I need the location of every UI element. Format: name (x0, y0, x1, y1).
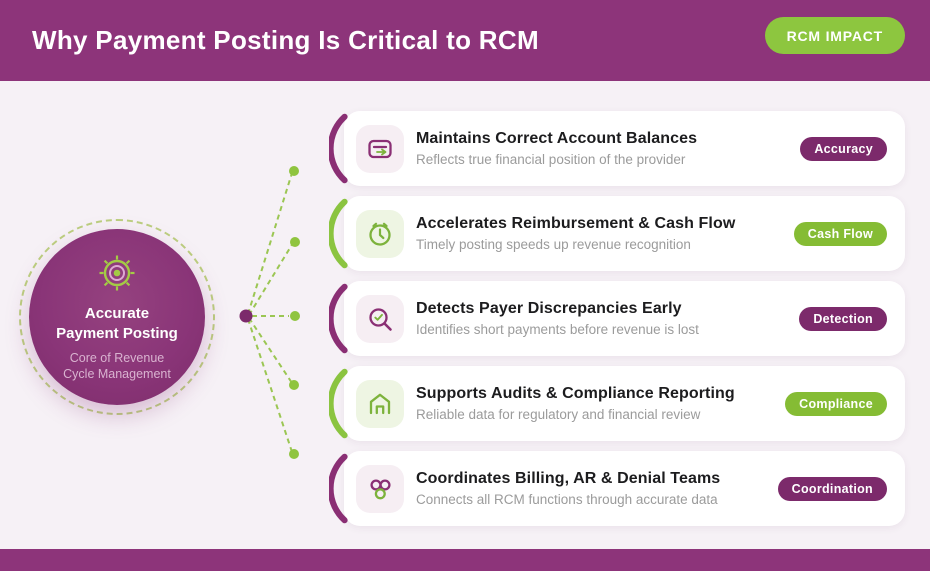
card-subtitle: Reflects true financial position of the … (416, 152, 686, 167)
branch-dot-4 (289, 380, 299, 390)
card-accent-bracket (329, 113, 348, 184)
card-badge: Detection (799, 306, 887, 331)
branch-dot-5 (289, 449, 299, 459)
branch-dot-2 (290, 237, 300, 247)
icon-box (356, 294, 404, 343)
hub-dashed-ring: Accurate Payment Posting Core of Revenue… (19, 219, 215, 415)
card-subtitle: Timely posting speeds up revenue recogni… (416, 237, 691, 252)
card-coordination: Coordinates Billing, AR & Denial Teams C… (329, 451, 905, 526)
card-discrepancies: Detects Payer Discrepancies Early Identi… (329, 281, 905, 356)
card-cash-flow: Accelerates Reimbursement & Cash Flow Ti… (329, 196, 905, 271)
hub-circle: Accurate Payment Posting Core of Revenue… (29, 229, 205, 405)
card-subtitle: Connects all RCM functions through accur… (416, 492, 718, 507)
card-badge: Coordination (777, 476, 887, 501)
search-check-icon (369, 307, 392, 331)
card-subtitle: Reliable data for regulatory and financi… (416, 407, 701, 422)
card-accent-bracket (329, 198, 348, 269)
card-accent-bracket (329, 368, 348, 439)
card-compliance: Supports Audits & Compliance Reporting R… (329, 366, 905, 441)
card-title: Supports Audits & Compliance Reporting (416, 385, 735, 402)
card-badge: Accuracy (800, 136, 887, 161)
icon-box (356, 379, 404, 428)
card-badge: Cash Flow (793, 221, 887, 246)
home-icon (369, 393, 391, 414)
card-title: Maintains Correct Account Balances (416, 130, 698, 147)
branch-dot-1 (289, 166, 299, 176)
team-icon (370, 478, 391, 499)
card-account-balances: Maintains Correct Account Balances Refle… (329, 111, 905, 186)
card-subtitle: Identifies short payments before revenue… (416, 322, 699, 337)
card-accent-bracket (329, 283, 348, 354)
payment-posting-icon (368, 139, 392, 158)
card-title: Accelerates Reimbursement & Cash Flow (416, 215, 736, 232)
icon-box (356, 209, 404, 258)
card-accent-bracket (329, 453, 348, 524)
icon-box (356, 124, 404, 173)
footer-bar (0, 549, 930, 571)
hub-subtitle: Core of Revenue Cycle Management (63, 351, 171, 381)
clock-icon (369, 222, 391, 246)
card-title: Detects Payer Discrepancies Early (416, 300, 682, 317)
card-badge: Compliance (785, 391, 887, 416)
hub-title: Accurate Payment Posting (56, 305, 178, 342)
target-icon (99, 255, 135, 291)
rcm-impact-badge: RCM IMPACT (764, 17, 905, 54)
icon-box (356, 464, 404, 513)
card-title: Coordinates Billing, AR & Denial Teams (416, 470, 721, 487)
header-bar: Why Payment Posting Is Critical to RCM R… (0, 0, 930, 81)
hub-node-dot (239, 309, 253, 323)
page-title: Why Payment Posting Is Critical to RCM (32, 25, 539, 55)
branch-dot-3 (290, 311, 300, 321)
